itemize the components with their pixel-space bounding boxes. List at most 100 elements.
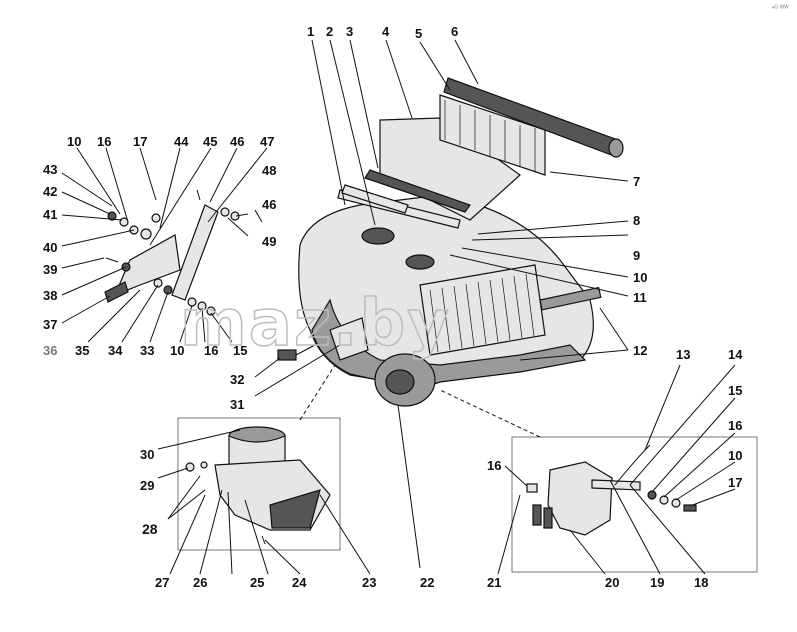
label-4: 4 bbox=[382, 24, 390, 39]
label-17a: 17 bbox=[728, 475, 742, 490]
valve-slot-1 bbox=[532, 504, 542, 526]
label-30: 30 bbox=[140, 447, 154, 462]
label-10b: 10 bbox=[728, 448, 742, 463]
label-16c: 16 bbox=[204, 343, 218, 358]
valve-body bbox=[547, 461, 613, 536]
label-15a: 15 bbox=[728, 383, 742, 398]
nut-16l bbox=[526, 483, 538, 493]
washer-e bbox=[151, 213, 161, 223]
washer-l bbox=[220, 207, 230, 217]
label-11: 11 bbox=[633, 290, 647, 305]
seal-end bbox=[608, 138, 624, 158]
round-cover-right bbox=[405, 254, 435, 270]
inset-valve bbox=[511, 436, 758, 573]
label-28: 28 bbox=[142, 521, 158, 537]
lever-arm-long bbox=[171, 204, 219, 301]
label-46b: 46 bbox=[262, 197, 276, 212]
label-24: 24 bbox=[292, 575, 307, 590]
label-20: 20 bbox=[605, 575, 619, 590]
cable-13 bbox=[614, 444, 651, 486]
label-35: 35 bbox=[75, 343, 89, 358]
nut-29 bbox=[185, 462, 195, 472]
label-18: 18 bbox=[694, 575, 708, 590]
label-16a: 16 bbox=[728, 418, 742, 433]
outlet-pipe bbox=[539, 286, 602, 311]
pin-2 bbox=[254, 209, 263, 223]
cable-32 bbox=[295, 344, 316, 356]
label-46a: 46 bbox=[230, 134, 244, 149]
cable-clamp bbox=[277, 344, 316, 361]
label-27: 27 bbox=[155, 575, 169, 590]
label-8: 8 bbox=[633, 213, 640, 228]
label-22: 22 bbox=[420, 575, 434, 590]
label-6: 6 bbox=[451, 24, 458, 39]
lever-assembly bbox=[104, 189, 263, 316]
label-1: 1 bbox=[307, 24, 314, 39]
label-15b: 15 bbox=[233, 343, 247, 358]
label-3: 3 bbox=[346, 24, 353, 39]
valve-lever bbox=[591, 479, 641, 491]
label-47: 47 bbox=[260, 134, 274, 149]
label-10d: 10 bbox=[67, 134, 81, 149]
mesh-lines bbox=[444, 100, 536, 171]
pin-1 bbox=[196, 189, 201, 201]
corner-mark: •ᴳ ᵂᵂ bbox=[772, 5, 789, 12]
gasket bbox=[364, 169, 471, 213]
washer-10r bbox=[671, 498, 681, 508]
lever-handle bbox=[104, 281, 129, 303]
radiator-fins bbox=[429, 273, 535, 353]
label-31: 31 bbox=[230, 397, 244, 412]
screw-24 bbox=[261, 535, 266, 545]
blower-hub bbox=[385, 369, 415, 395]
washer-16r bbox=[659, 495, 669, 505]
label-16d: 16 bbox=[97, 134, 111, 149]
round-cover-left bbox=[361, 227, 395, 245]
inset-valve-frame bbox=[511, 436, 758, 573]
filter-mesh bbox=[439, 94, 546, 176]
label-16b: 16 bbox=[487, 458, 501, 473]
label-12: 12 bbox=[633, 343, 647, 358]
label-14: 14 bbox=[728, 347, 743, 362]
label-21: 21 bbox=[487, 575, 501, 590]
nut-h bbox=[163, 285, 173, 295]
label-13: 13 bbox=[676, 347, 690, 362]
leader-lines bbox=[61, 39, 736, 575]
label-17b: 17 bbox=[133, 134, 147, 149]
washer-15 bbox=[647, 490, 657, 500]
label-26: 26 bbox=[193, 575, 207, 590]
filter-cover bbox=[379, 117, 521, 221]
label-32: 32 bbox=[230, 372, 244, 387]
filter-assembly bbox=[341, 77, 624, 221]
inset-blower-frame bbox=[177, 417, 341, 551]
label-34: 34 bbox=[108, 343, 123, 358]
label-44: 44 bbox=[174, 134, 189, 149]
watermark: maz.by bbox=[180, 287, 451, 361]
radiator-core bbox=[419, 264, 546, 356]
label-48: 48 bbox=[262, 163, 276, 178]
label-10a: 10 bbox=[633, 270, 647, 285]
label-38: 38 bbox=[43, 288, 57, 303]
label-5: 5 bbox=[415, 26, 422, 41]
label-39: 39 bbox=[43, 262, 57, 277]
label-37: 37 bbox=[43, 317, 57, 332]
part-number-labels: 1 2 3 4 5 6 7 8 9 10 11 12 13 14 15 16 1… bbox=[43, 24, 743, 590]
label-41: 41 bbox=[43, 207, 57, 222]
valve-slot-2 bbox=[543, 507, 553, 529]
label-36: 36 bbox=[43, 343, 57, 358]
label-2: 2 bbox=[326, 24, 333, 39]
air-flap bbox=[329, 317, 369, 361]
bracket-top bbox=[341, 184, 409, 214]
heater-assembly bbox=[298, 189, 602, 407]
label-10c: 10 bbox=[170, 343, 184, 358]
label-33: 33 bbox=[140, 343, 154, 358]
label-49: 49 bbox=[262, 234, 276, 249]
label-42: 42 bbox=[43, 184, 57, 199]
washer-g bbox=[153, 278, 163, 288]
label-43: 43 bbox=[43, 162, 57, 177]
label-29: 29 bbox=[140, 478, 154, 493]
screw-1 bbox=[105, 257, 119, 263]
inset-blower bbox=[177, 417, 341, 551]
label-40: 40 bbox=[43, 240, 57, 255]
label-23: 23 bbox=[362, 575, 376, 590]
